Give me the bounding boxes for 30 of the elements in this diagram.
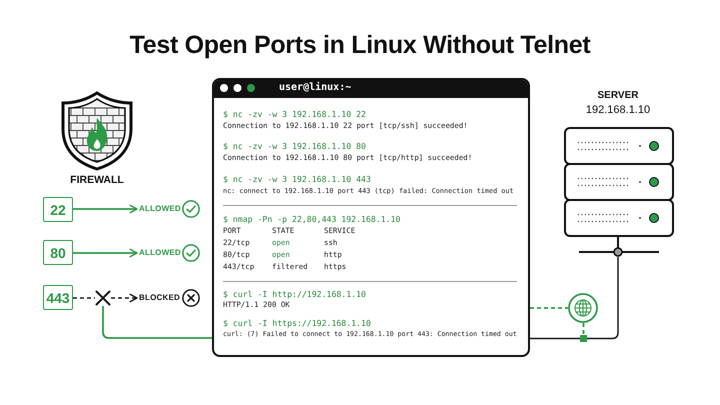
status-label: ALLOWED [139, 203, 181, 215]
window-title: user@linux:~ [279, 82, 352, 94]
port-number-box: 443 [43, 285, 73, 310]
title: Test Open Ports in Linux Without Telnet [130, 30, 590, 61]
cross-mark [95, 290, 111, 306]
junction-marker [580, 335, 587, 342]
firewall-label: FIREWALL [69, 174, 125, 186]
status-label: BLOCKED [139, 292, 180, 304]
globe-icon [568, 293, 598, 323]
command-line: $ nc -zv -w 3 192.168.1.10 80 [223, 140, 366, 152]
connector-line [587, 257, 619, 340]
port-number-box: 22 [43, 197, 73, 222]
status-label: ALLOWED [139, 247, 181, 259]
ip-address-label: 192.168.1.10 [584, 104, 652, 117]
command-line: $ curl -I http://192.168.1.10 [223, 288, 366, 300]
dashed-connector-line [530, 307, 568, 309]
command-line: $ nc -zv -w 3 192.168.1.10 22 [223, 108, 366, 120]
arrow [73, 248, 138, 258]
arrow [73, 204, 138, 214]
port-number-box: 80 [43, 240, 73, 265]
connector-line [530, 338, 580, 340]
command-line: $ nmap -Pn -p 22,80,443 192.168.1.10 [223, 214, 400, 224]
server-label: SERVER [596, 90, 640, 102]
terminal-window [212, 78, 530, 357]
connector-line [102, 306, 212, 339]
dashed-connector-line [582, 323, 584, 335]
command-line: $ nc -zv -w 3 192.168.1.10 443 [223, 174, 371, 184]
dashed-connector-line [73, 297, 95, 299]
dashed-arrow [111, 294, 138, 302]
command-line: $ curl -I https://192.168.1.10 [223, 318, 371, 328]
